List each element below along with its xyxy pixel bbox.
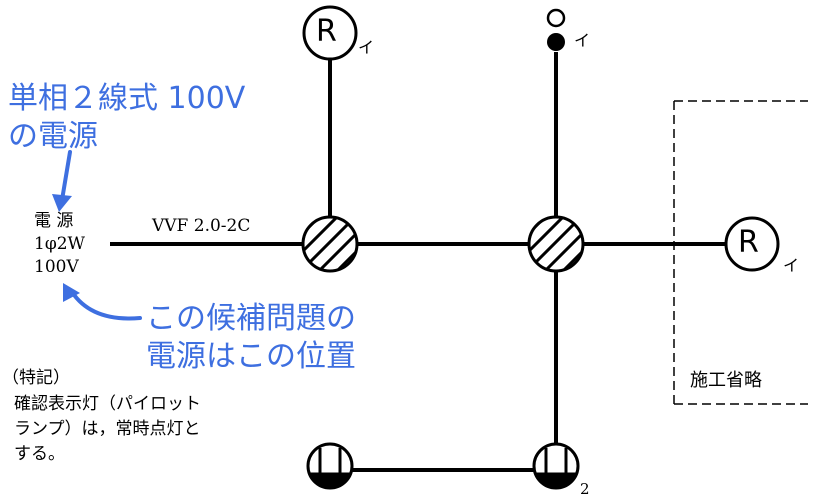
power-source-label-3: 100V [34, 257, 79, 277]
switch-letter-top-center: イ [574, 31, 591, 50]
switch-icon [547, 33, 565, 51]
top-annotation-line2: の電源 [8, 119, 98, 154]
pilot-lamp [546, 8, 566, 28]
notes-line-1: 確認表示灯（パイロット [14, 394, 201, 414]
power-source-label-2: 1φ2W [34, 234, 86, 254]
notes-heading: （特記） [2, 368, 70, 388]
junction-box-left [301, 215, 359, 273]
receptacle-symbol-right: R [738, 225, 759, 260]
outlet-count: 2 [580, 480, 590, 498]
receptacle-lamp-right [724, 216, 780, 272]
outlet-right [532, 442, 580, 490]
switch-letter-right: イ [783, 256, 800, 275]
power-source-label-1: 電 源 [34, 211, 74, 231]
bottom-annotation-line2: 電源はこの位置 [146, 339, 356, 374]
junction-box-center [527, 215, 585, 273]
outlet-left [306, 442, 354, 490]
callout-arrows [60, 150, 142, 321]
arrow-curve-icon [70, 290, 142, 321]
notes-line-3: する。 [14, 444, 65, 464]
receptacle-lamp-top [302, 5, 358, 61]
top-annotation-line1: 単相２線式 100V [8, 81, 246, 116]
arrow-down-icon [60, 150, 72, 202]
omitted-area-box [673, 100, 808, 405]
bottom-annotation-line1: この候補問題の [146, 301, 356, 336]
wiring-lines [110, 52, 726, 472]
arrow-curve-head [63, 283, 80, 302]
cable-label: VVF 2.0-2C [152, 216, 251, 236]
switch-letter-top-left: イ [358, 38, 375, 57]
omitted-area-label: 施工省略 [690, 370, 762, 391]
receptacle-symbol-top: R [316, 14, 337, 49]
arrow-down-head [52, 194, 72, 212]
notes-line-2: ランプ）は，常時点灯と [14, 419, 201, 439]
